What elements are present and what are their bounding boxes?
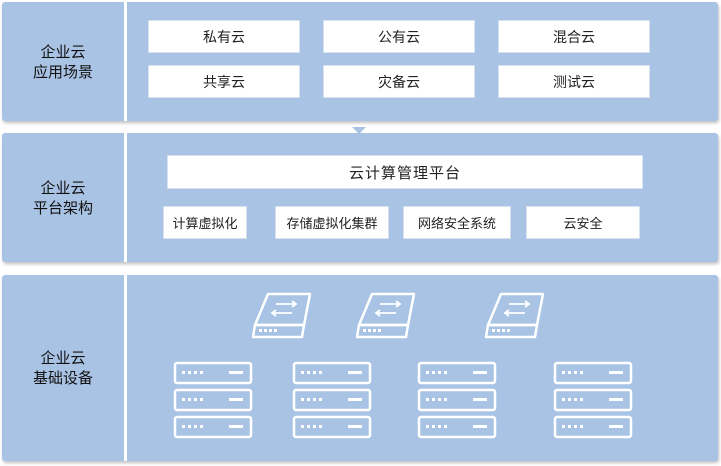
layer-label-line: 企业云 xyxy=(40,349,86,367)
server-rack-icon xyxy=(292,361,372,439)
network-security-system: 网络安全系统 xyxy=(403,206,511,239)
scenario-shared-cloud: 共享云 xyxy=(148,65,300,98)
scenario-test-cloud: 测试云 xyxy=(498,65,650,98)
storage-drive-icon xyxy=(484,292,545,339)
layer-connector-arrow xyxy=(352,127,366,134)
scenario-disaster-recovery-cloud: 灾备云 xyxy=(323,65,475,98)
storage-drive-icon xyxy=(355,292,416,339)
layer-label-line: 平台架构 xyxy=(32,198,93,217)
server-rack-icon xyxy=(417,361,497,439)
layer-label-line: 企业云 xyxy=(40,42,86,61)
infrastructure-layer: 企业云 基础设备 xyxy=(2,275,718,461)
cloud-security: 云安全 xyxy=(526,206,640,239)
storage-drive-icon xyxy=(251,292,312,339)
scenario-private-cloud: 私有云 xyxy=(148,20,300,53)
server-rack-icon xyxy=(173,361,253,439)
layer-label-platform: 企业云 平台架构 xyxy=(2,133,124,262)
storage-virtualization-cluster: 存储虚拟化集群 xyxy=(275,206,389,239)
layer-label-line: 应用场景 xyxy=(32,62,93,81)
layer-divider xyxy=(124,2,127,121)
application-scenarios-layer: 企业云 应用场景 私有云 公有云 混合云 共享云 灾备云 测试云 xyxy=(2,2,718,121)
platform-architecture-layer: 企业云 平台架构 云计算管理平台 计算虚拟化 存储虚拟化集群 网络安全系统 云安… xyxy=(2,133,718,262)
cloud-management-platform: 云计算管理平台 xyxy=(167,155,643,189)
layer-divider xyxy=(124,133,127,262)
scenario-hybrid-cloud: 混合云 xyxy=(498,20,650,53)
compute-virtualization: 计算虚拟化 xyxy=(163,206,247,239)
server-rack-icon xyxy=(553,361,633,439)
layer-divider xyxy=(124,275,127,461)
layer-label-line: 企业云 xyxy=(40,178,86,197)
layer-label-application: 企业云 应用场景 xyxy=(2,2,124,121)
scenario-public-cloud: 公有云 xyxy=(323,20,475,53)
layer-label-line: 基础设备 xyxy=(32,369,93,387)
layer-label-infrastructure: 企业云 基础设备 xyxy=(2,275,124,461)
